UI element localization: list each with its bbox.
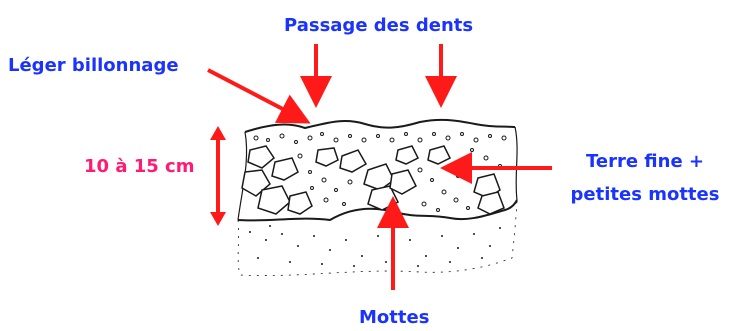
clods xyxy=(242,146,504,214)
clod xyxy=(258,186,290,214)
label-terre-fine-line1: Terre fine + xyxy=(560,152,730,173)
arrow-leger-billonnage xyxy=(208,70,300,118)
clod xyxy=(316,148,338,166)
clod xyxy=(288,192,312,214)
soil-surface-line xyxy=(245,120,515,132)
subsoil-stipple xyxy=(249,225,501,267)
label-leger-billonnage: Léger billonnage xyxy=(8,56,179,77)
clod xyxy=(428,146,450,164)
label-depth: 10 à 15 cm xyxy=(84,157,194,178)
label-terre-fine: Terre fine + petites mottes xyxy=(560,152,730,205)
clod xyxy=(272,158,298,180)
clod xyxy=(340,150,366,172)
depth-double-arrow xyxy=(210,126,226,226)
worked-layer-right-edge xyxy=(515,127,517,200)
clod xyxy=(390,170,416,194)
label-terre-fine-line2: petites mottes xyxy=(560,185,730,206)
label-mottes: Mottes xyxy=(359,308,429,329)
clod xyxy=(396,146,418,164)
clod xyxy=(248,146,274,168)
label-passage-des-dents: Passage des dents xyxy=(284,16,473,37)
